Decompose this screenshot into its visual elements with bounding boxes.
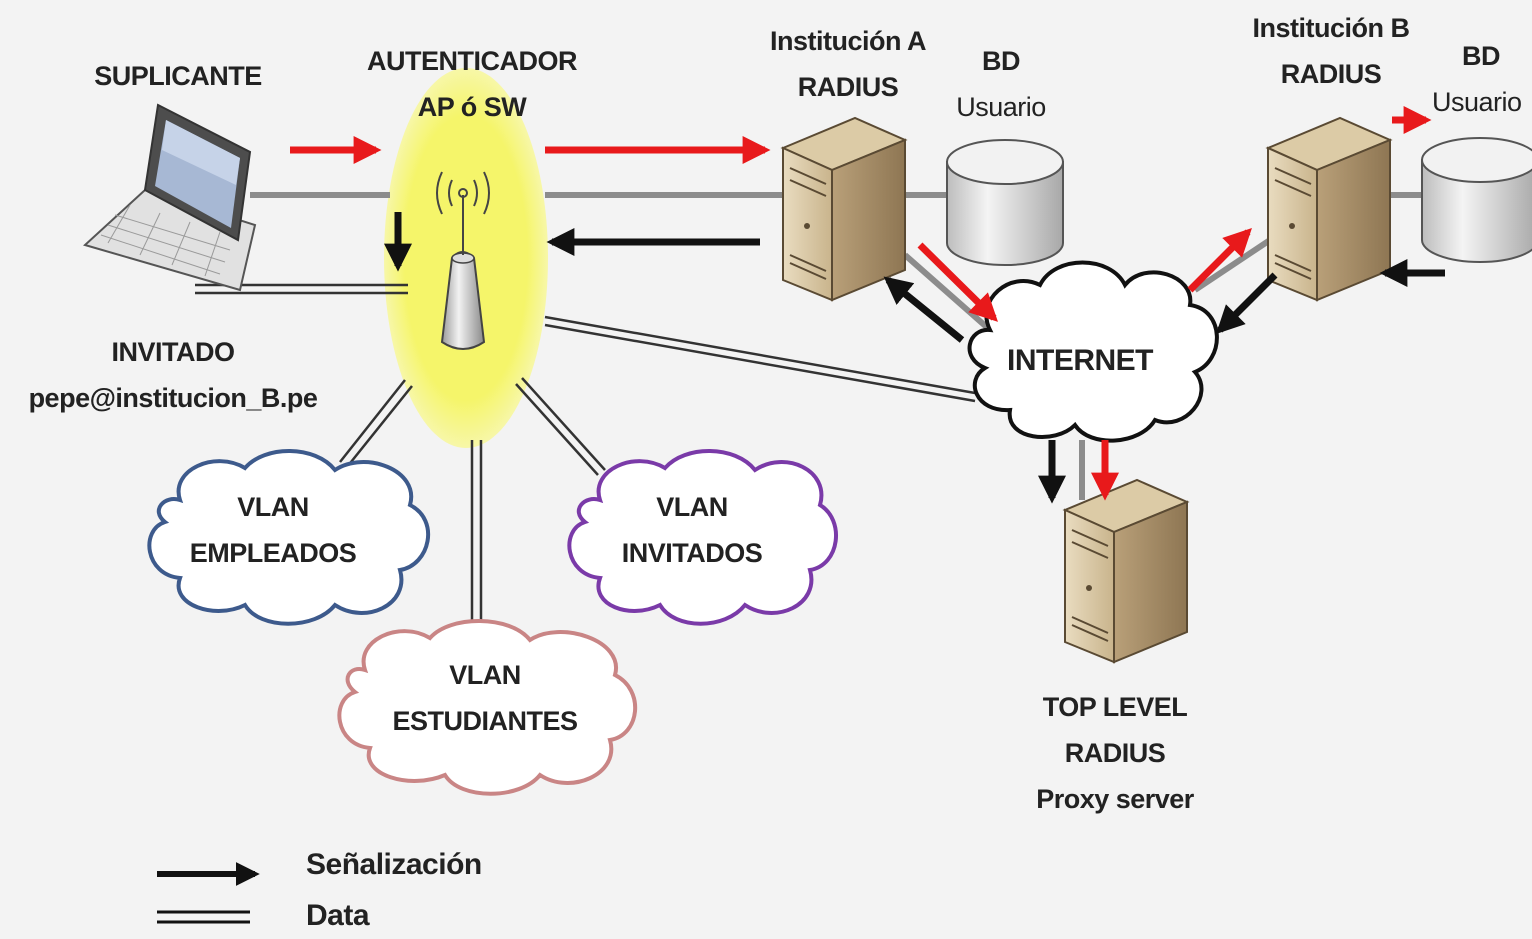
bd-a-line2: Usuario bbox=[956, 92, 1046, 122]
laptop-icon bbox=[83, 103, 257, 292]
bd-b-line1: BD bbox=[1462, 41, 1501, 71]
top-level-line2: RADIUS bbox=[1064, 738, 1166, 768]
legend-senalizacion-text: Señalización bbox=[306, 848, 482, 881]
legend-data-text: Data bbox=[306, 899, 370, 932]
autenticador-line2: AP ó SW bbox=[417, 92, 527, 122]
server-top-level-icon bbox=[1062, 478, 1190, 664]
database-a-icon bbox=[946, 139, 1064, 266]
internet-label: INTERNET bbox=[1007, 338, 1154, 384]
legend-data-label: Data bbox=[306, 893, 370, 939]
legend-data-line bbox=[157, 910, 250, 924]
vlan-estudiantes-line1: VLAN bbox=[449, 660, 521, 690]
institucion-a-line2: RADIUS bbox=[797, 72, 899, 102]
autenticador-line1: AUTENTICADOR bbox=[367, 46, 578, 76]
top-level-line3: Proxy server bbox=[1036, 784, 1194, 814]
vlan-invitados-line2: INVITADOS bbox=[621, 538, 763, 568]
vlan-estudiantes-cloud-icon bbox=[337, 619, 638, 796]
bd-b-label: BD Usuario bbox=[1432, 33, 1532, 125]
legend-senalizacion-label: Señalización bbox=[306, 842, 482, 888]
vlan-invitados-label: VLAN INVITADOS bbox=[622, 484, 763, 576]
data-links bbox=[195, 283, 976, 630]
vlan-empleados-line1: VLAN bbox=[237, 492, 309, 522]
institucion-b-label: Institución B RADIUS bbox=[1252, 5, 1411, 97]
access-point-icon bbox=[436, 171, 490, 350]
institucion-b-line2: RADIUS bbox=[1280, 59, 1382, 89]
database-b-icon bbox=[1421, 137, 1532, 263]
vlan-invitados-cloud-icon bbox=[567, 449, 838, 626]
vlan-empleados-line2: EMPLEADOS bbox=[189, 538, 357, 568]
autenticador-label: AUTENTICADOR AP ó SW bbox=[367, 38, 578, 130]
server-institucion-b-icon bbox=[1265, 116, 1393, 302]
vlan-estudiantes-line2: ESTUDIANTES bbox=[392, 706, 578, 736]
invitado-line1: INVITADO bbox=[111, 337, 235, 367]
top-level-label: TOP LEVEL RADIUS Proxy server bbox=[1036, 684, 1194, 822]
server-institucion-a-icon bbox=[780, 116, 908, 302]
bd-a-label: BD Usuario bbox=[956, 38, 1046, 130]
suplicante-label: SUPLICANTE bbox=[94, 53, 262, 99]
vlan-empleados-cloud-icon bbox=[147, 449, 430, 626]
institucion-a-line1: Institución A bbox=[770, 26, 927, 56]
suplicante-text: SUPLICANTE bbox=[94, 61, 262, 91]
internet-cloud-icon bbox=[967, 260, 1219, 443]
bd-b-line2: Usuario bbox=[1432, 87, 1522, 117]
internet-text: INTERNET bbox=[1007, 344, 1154, 377]
vlan-empleados-label: VLAN EMPLEADOS bbox=[190, 484, 357, 576]
institucion-a-label: Institución A RADIUS bbox=[770, 18, 927, 110]
top-level-line1: TOP LEVEL bbox=[1042, 692, 1188, 722]
vlan-estudiantes-label: VLAN ESTUDIANTES bbox=[392, 652, 578, 744]
signal-arrows-red bbox=[290, 106, 1432, 501]
vlan-invitados-line1: VLAN bbox=[656, 492, 728, 522]
institucion-b-line1: Institución B bbox=[1252, 13, 1411, 43]
invitado-label: INVITADO pepe@institucion_B.pe bbox=[29, 329, 318, 421]
signal-arrows-black bbox=[384, 212, 1445, 504]
invitado-line2: pepe@institucion_B.pe bbox=[28, 383, 318, 413]
bd-a-line1: BD bbox=[981, 46, 1020, 76]
